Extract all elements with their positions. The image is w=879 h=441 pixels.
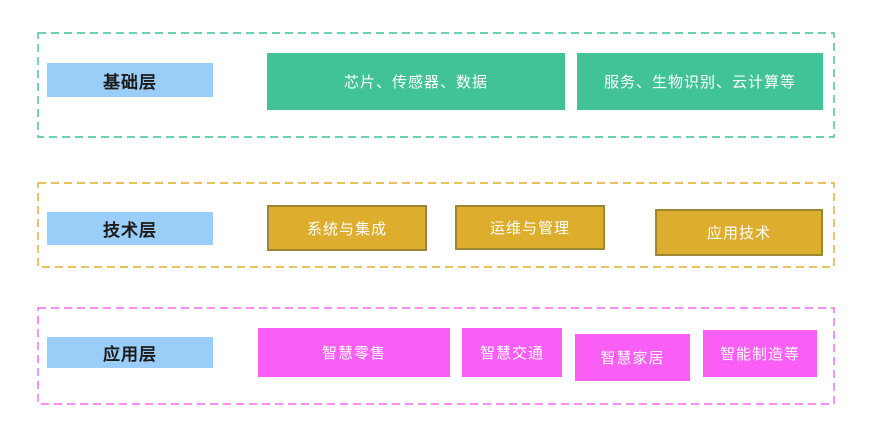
box-smart-retail: 智慧零售 (258, 328, 450, 377)
box-system-integration: 系统与集成 (267, 205, 427, 251)
foundation-layer-label: 基础层 (47, 63, 213, 97)
technology-layer-label: 技术层 (47, 212, 213, 245)
technology-layer-group: 技术层 系统与集成 运维与管理 应用技术 (37, 182, 835, 268)
application-layer-label: 应用层 (47, 337, 213, 368)
box-smart-transport: 智慧交通 (462, 328, 562, 377)
box-smart-manufacturing: 智能制造等 (703, 330, 817, 377)
box-ops-management: 运维与管理 (455, 205, 605, 250)
box-application-tech: 应用技术 (655, 209, 823, 256)
box-services-biometrics-cloud: 服务、生物识别、云计算等 (577, 53, 823, 110)
box-smart-home: 智慧家居 (575, 334, 690, 381)
application-layer-group: 应用层 智慧零售 智慧交通 智慧家居 智能制造等 (37, 307, 835, 405)
box-chips-sensors-data: 芯片、传感器、数据 (267, 53, 565, 110)
foundation-layer-group: 基础层 芯片、传感器、数据 服务、生物识别、云计算等 (37, 32, 835, 138)
